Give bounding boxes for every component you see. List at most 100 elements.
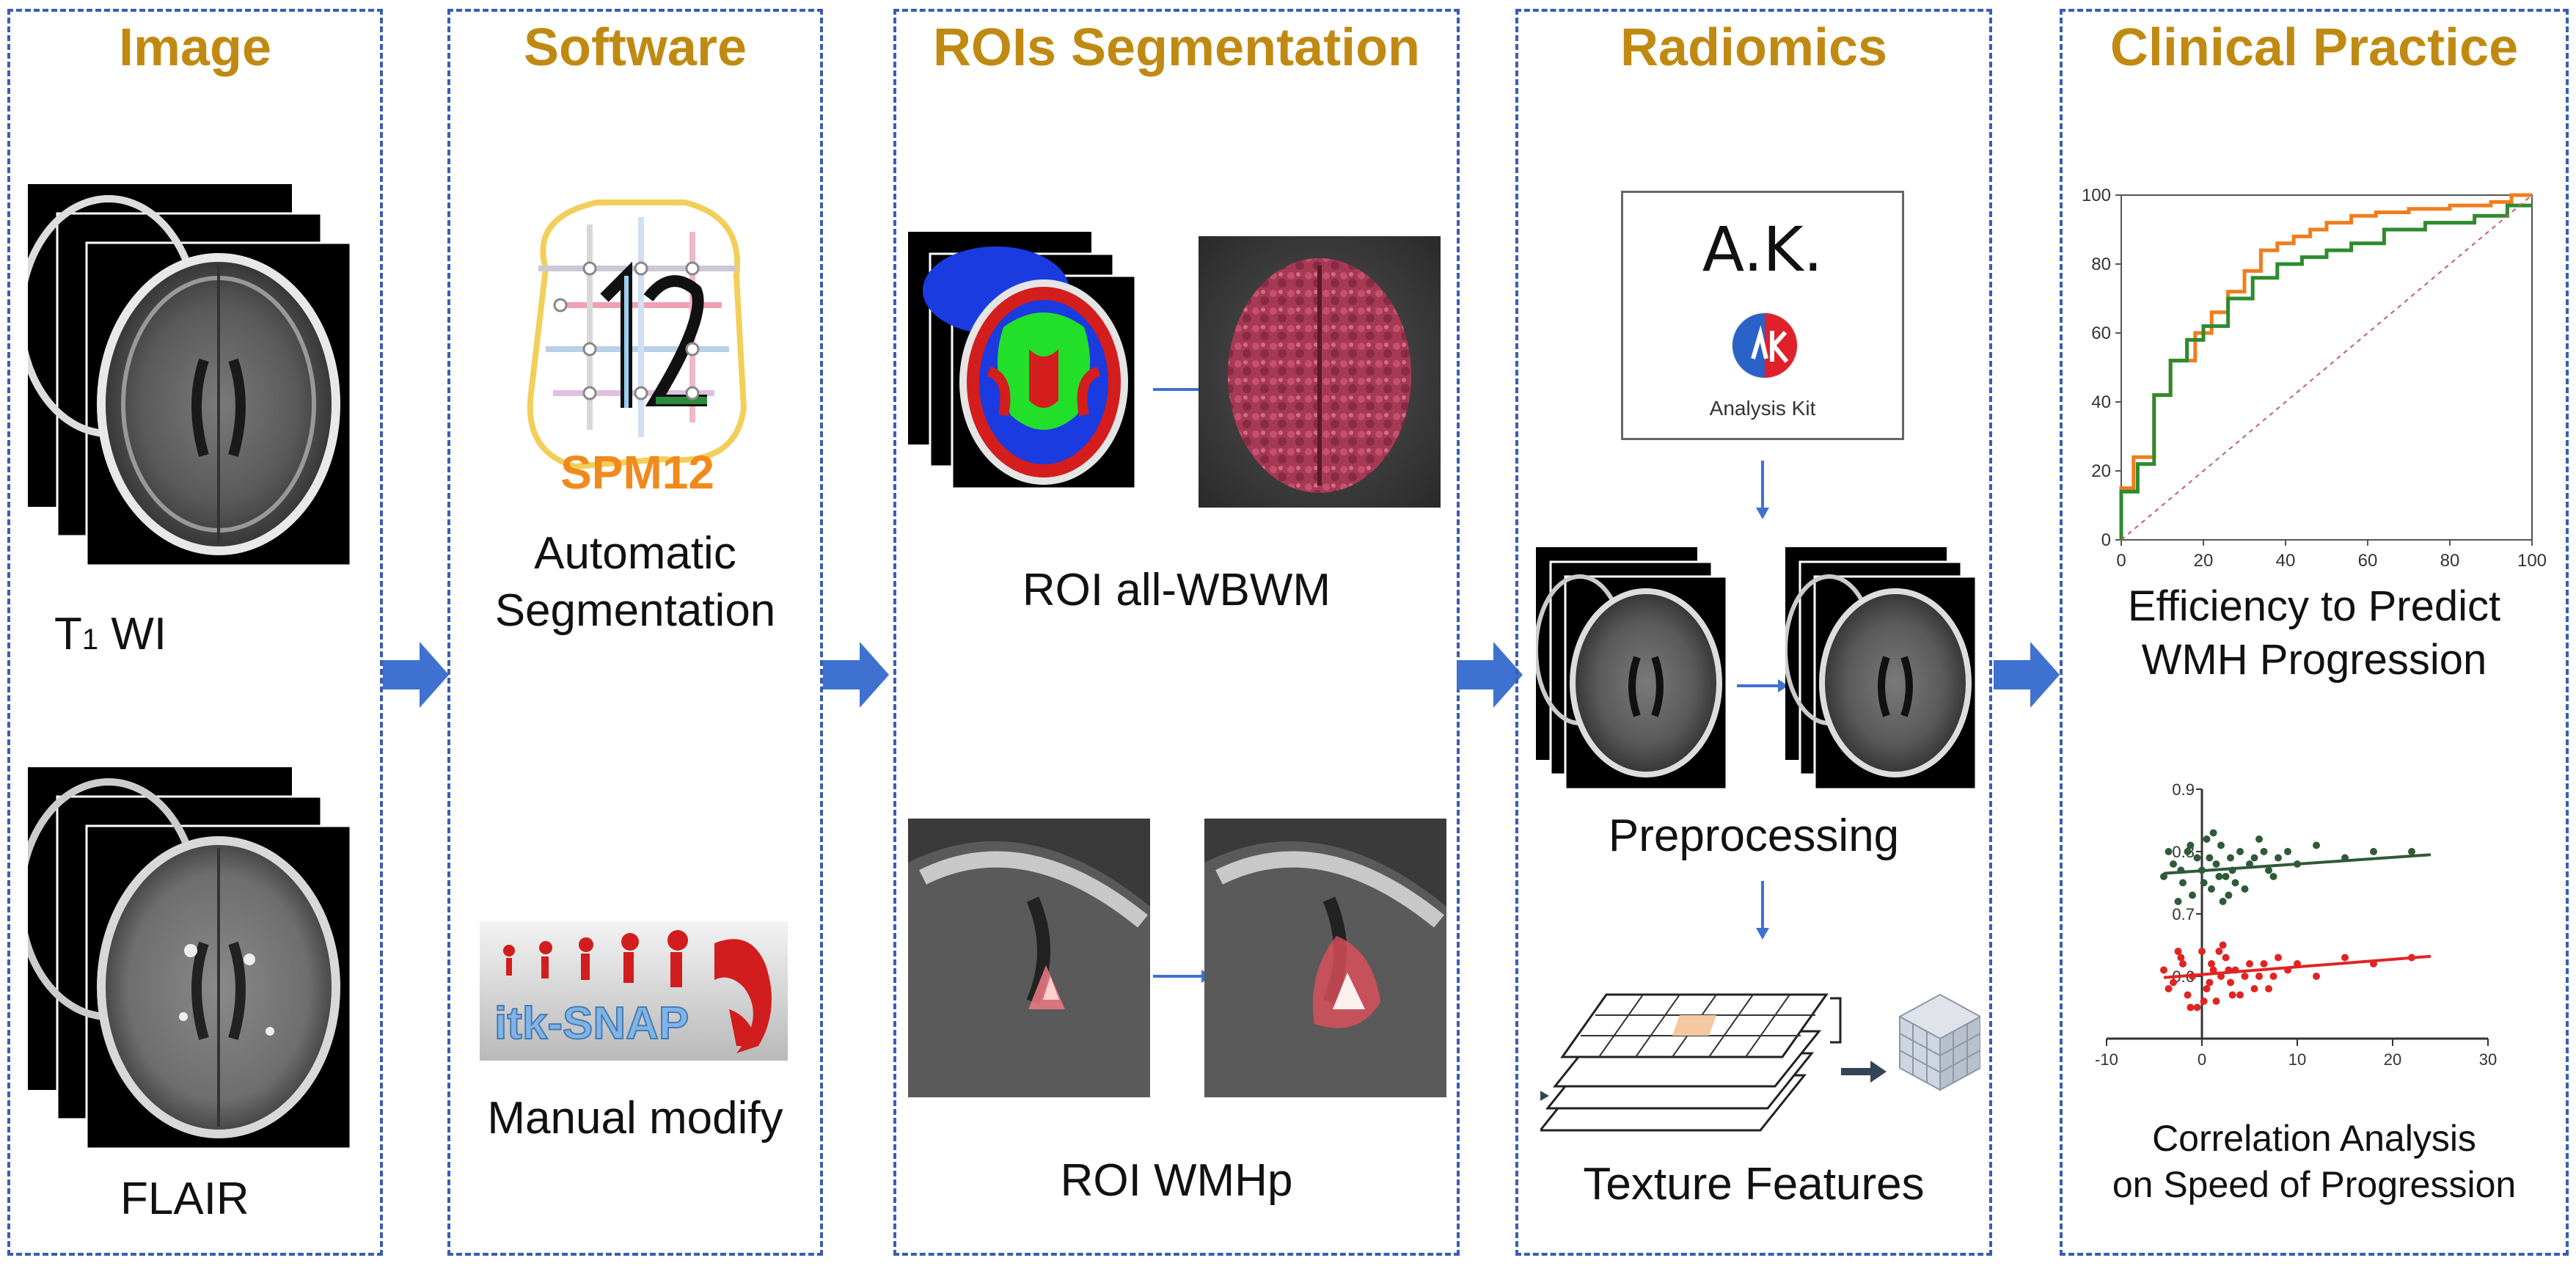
scatter-point-red — [2246, 960, 2253, 967]
down-arrow-icon — [1756, 881, 1769, 940]
manual-modify-label: Manual modify — [487, 1093, 783, 1144]
texture-features-label: Texture Features — [1583, 1159, 1925, 1210]
scatter-point-red — [2212, 998, 2220, 1005]
roc-x-tick-label: 0 — [2116, 551, 2126, 571]
scatter-point-green — [2313, 841, 2320, 849]
scatter-point-green — [2189, 891, 2196, 899]
roc-y-tick-label: 20 — [2091, 461, 2111, 481]
analysis-kit-icon — [1732, 312, 1798, 378]
scatter-point-red — [2255, 973, 2263, 980]
roc-caption: Efficiency to Predict WMH Progression — [2127, 582, 2501, 684]
scatter-x-tick-label: 0 — [2198, 1050, 2206, 1069]
scatter-point-green — [2225, 891, 2233, 899]
scatter-point-red — [2236, 991, 2244, 999]
flow-arrow-icon — [1994, 642, 2060, 708]
wmh-roi-after — [1204, 819, 1446, 1097]
t1-image-stack — [28, 184, 352, 567]
scatter-point-red — [2174, 948, 2182, 955]
scatter-point-red — [2187, 1003, 2195, 1011]
preprocessing-after-stack — [1785, 547, 1977, 791]
scatter-point-green — [2269, 873, 2277, 880]
white-matter-3d-render — [1199, 236, 1441, 508]
down-arrow-icon — [1756, 461, 1769, 519]
roc-x-tick-label: 20 — [2194, 551, 2214, 571]
scatter-point-green — [2200, 879, 2208, 887]
roc-x-tick-label: 40 — [2276, 551, 2296, 571]
scatter-point-green — [2215, 873, 2223, 880]
scatter-point-red — [2198, 948, 2206, 955]
scatter-point-green — [2222, 873, 2230, 880]
segmented-brain-stack — [908, 232, 1137, 490]
scatter-point-green — [2265, 866, 2272, 874]
scatter-point-red — [2193, 1003, 2201, 1011]
scatter-x-tick-label: 30 — [2479, 1050, 2497, 1069]
t1-label: T1 WI — [54, 609, 167, 659]
scatter-point-green — [2165, 848, 2173, 855]
scatter-point-red — [2222, 954, 2230, 962]
small-arrow-icon — [1737, 679, 1788, 692]
scatter-point-green — [2241, 885, 2249, 893]
scatter-point-red — [2241, 973, 2249, 980]
scatter-point-red — [2313, 973, 2320, 980]
scatter-point-green — [2408, 848, 2415, 855]
roc-x-tick-label: 100 — [2517, 551, 2547, 571]
roc-y-tick-label: 40 — [2091, 392, 2111, 412]
scatter-point-green — [2284, 848, 2291, 855]
roc-y-tick-label: 100 — [2082, 186, 2111, 205]
flow-arrow-icon — [1457, 642, 1523, 708]
scatter-point-green — [2260, 848, 2268, 855]
scatter-x-tick-label: -10 — [2095, 1050, 2118, 1069]
correlation-caption: Correlation Analysis on Speed of Progres… — [2112, 1118, 2517, 1205]
scatter-point-red — [2165, 985, 2173, 992]
scatter-point-red — [2206, 978, 2214, 987]
panel-radiomics: Radiomics A.K. Analysis Kit Preproces — [1515, 9, 1992, 1256]
wmh-roi-before — [908, 819, 1150, 1097]
texture-features-icon — [1540, 993, 1980, 1132]
panel-image: Image T1 WI FLAIR — [7, 9, 383, 1256]
scatter-point-green — [2217, 841, 2225, 849]
spm-logo-digits — [643, 275, 707, 406]
scatter-point-red — [2227, 978, 2234, 987]
panel-rois: ROIs Segmentation ROI all-WBWM — [893, 9, 1460, 1256]
scatter-point-red — [2177, 954, 2185, 962]
scatter-point-red — [2341, 954, 2349, 962]
spm12-logo-text: SPM12 — [560, 446, 714, 496]
scatter-point-red — [2170, 978, 2177, 987]
scatter-point-green — [2184, 848, 2192, 855]
scatter-point-green — [2179, 879, 2187, 887]
scatter-point-green — [2219, 898, 2227, 905]
preprocessing-label: Preprocessing — [1608, 811, 1900, 861]
scatter-point-green — [2203, 835, 2211, 843]
spm12-logo-icon: SPM12 — [527, 200, 747, 496]
scatter-point-green — [2170, 860, 2177, 868]
scatter-point-red — [2184, 991, 2192, 999]
roc-curve-green — [2119, 203, 2532, 540]
scatter-point-green — [2231, 879, 2239, 887]
scatter-point-green — [2255, 835, 2263, 843]
scatter-point-red — [2209, 966, 2217, 974]
trendline-red — [2163, 954, 2432, 979]
scatter-point-green — [2206, 854, 2214, 862]
flair-image-stack — [28, 767, 352, 1150]
roc-plot-frame — [2121, 194, 2533, 541]
scatter-point-green — [2208, 885, 2215, 893]
panel-title-rois: ROIs Segmentation — [932, 18, 1421, 77]
scatter-point-red — [2228, 991, 2236, 999]
roi-all-wbwm-label: ROI all-WBWM — [1022, 565, 1331, 615]
scatter-point-red — [2265, 985, 2272, 992]
small-arrow-icon — [1153, 970, 1212, 983]
preprocessing-before-stack — [1536, 547, 1728, 791]
panel-title-clinical: Clinical Practice — [2110, 18, 2519, 77]
panel-title-software: Software — [523, 18, 747, 77]
scatter-x-tick-label: 10 — [2288, 1050, 2306, 1069]
roc-reference-diagonal — [2121, 194, 2533, 541]
scatter-point-red — [2160, 966, 2167, 974]
scatter-point-green — [2187, 841, 2195, 849]
scatter-y-tick-label: 0.9 — [2172, 780, 2195, 799]
roc-y-tick-label: 80 — [2091, 255, 2111, 274]
automatic-segmentation-label: Automatic Segmentation — [494, 528, 776, 636]
panel-software: Software SPM12 Automatic Segmentation — [447, 9, 823, 1256]
flair-label: FLAIR — [120, 1174, 249, 1224]
